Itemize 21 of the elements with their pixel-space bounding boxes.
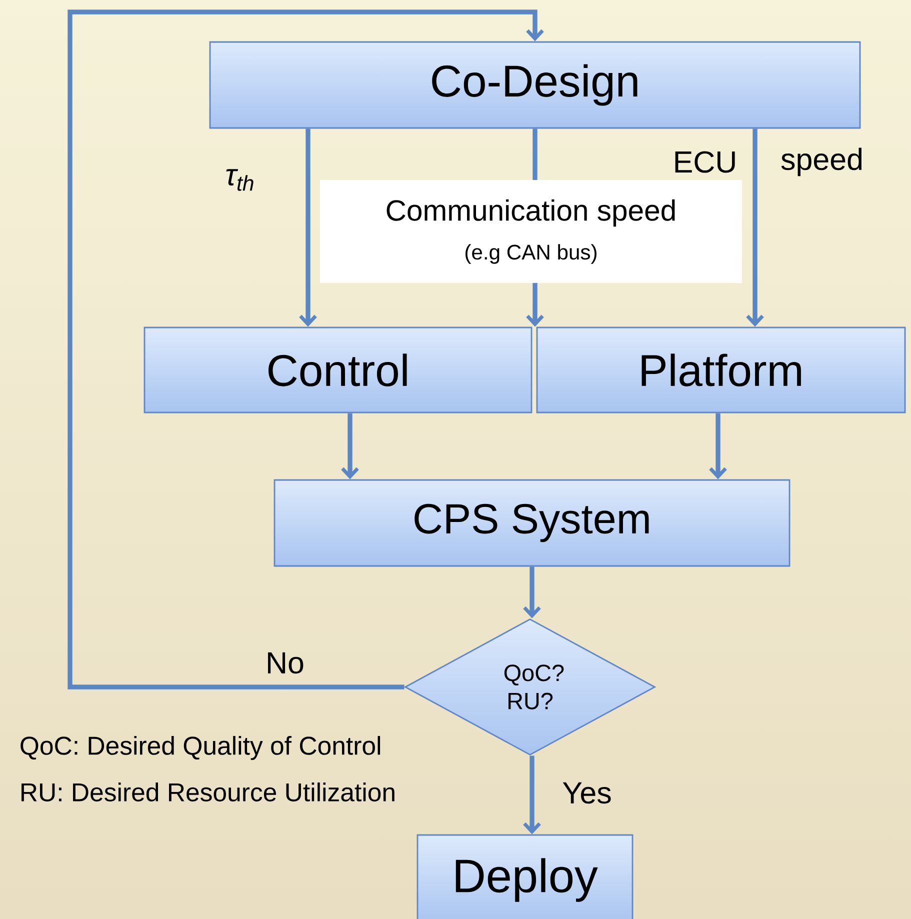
text-label: speed	[781, 148, 862, 176]
arrow	[341, 413, 359, 480]
arrow	[299, 128, 317, 327]
text-label: (e.g CAN bus)	[466, 244, 596, 264]
legend-note: QoC: Desired Quality of Control	[20, 736, 380, 760]
arrow	[523, 566, 541, 618]
edge-label: ECU	[675, 151, 735, 173]
process-box: Control	[144, 326, 532, 414]
edge-label: Communication speed	[386, 199, 675, 227]
edge-label: Yes	[562, 782, 611, 804]
arrow	[68, 10, 544, 690]
process-box: CPS System	[274, 479, 790, 567]
arrow	[746, 128, 764, 327]
process-box: Deploy	[416, 834, 634, 919]
edge-label: No	[268, 652, 304, 674]
arrow	[709, 413, 727, 480]
arrow	[523, 756, 541, 834]
process-box: Co-Design	[209, 41, 861, 129]
edge-label: τ$_{th}$	[226, 169, 254, 191]
process-box: Platform	[536, 326, 906, 414]
legend-note: RU: Desired Resource Utilization	[22, 782, 394, 802]
